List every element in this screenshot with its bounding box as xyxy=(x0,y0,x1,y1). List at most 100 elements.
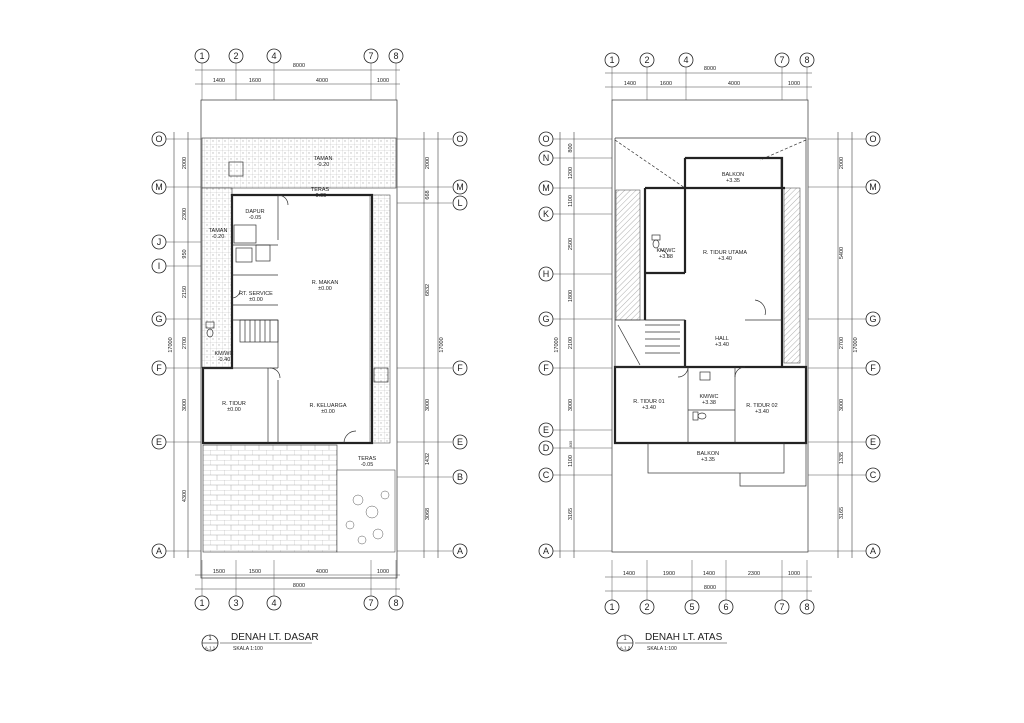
grid-label: 7 xyxy=(368,598,373,608)
grid-label: F xyxy=(543,363,549,373)
grid-bubble xyxy=(266,595,282,611)
toilet-icon xyxy=(651,234,711,421)
room-level: +3.40 xyxy=(642,405,656,411)
plan-scale: SKALA 1:100 xyxy=(647,646,677,652)
sheet-reference: A.1.1 xyxy=(205,646,216,651)
right-grid-axes: O M L F E B A 2000 668 6832 3000 1432 30… xyxy=(397,131,468,559)
room-level: -0.40 xyxy=(218,357,231,363)
room-level: +3.35 xyxy=(726,178,740,184)
grid-bubble xyxy=(151,543,167,559)
dimension: 1100 xyxy=(568,195,574,207)
grid-label: 4 xyxy=(271,598,276,608)
room-name: KM/WC xyxy=(700,394,719,400)
dimension: 1500 xyxy=(213,569,225,575)
grid-label: E xyxy=(543,425,549,435)
dimension: 2000 xyxy=(425,157,431,169)
door-swings xyxy=(659,249,766,378)
grid-label: 1 xyxy=(199,51,204,61)
grid-label: M xyxy=(456,182,464,192)
room-labels: TAMAN -0.20 TERAS -0.05 DAPUR -0.05 TAMA… xyxy=(209,156,377,468)
dimension: 4000 xyxy=(316,569,328,575)
room-level: -0.05 xyxy=(314,193,327,199)
room-name: TAMAN xyxy=(209,228,228,234)
grid-bubble xyxy=(538,266,554,282)
dimension: 1600 xyxy=(660,81,672,87)
bottom-grid-axes: 1 3 4 7 8 1500 1500 4000 1000 8000 xyxy=(194,560,404,611)
grid-label: 2 xyxy=(644,602,649,612)
grid-bubble xyxy=(678,52,694,68)
dimension-total: 8000 xyxy=(704,585,716,591)
grid-label: C xyxy=(543,470,550,480)
grid-bubble xyxy=(865,131,881,147)
grid-label: M xyxy=(155,182,163,192)
grid-label: 4 xyxy=(683,55,688,65)
dimension: 1400 xyxy=(703,571,715,577)
dimension-total: 8000 xyxy=(293,583,305,589)
partitions xyxy=(203,195,279,443)
dimension: 950 xyxy=(182,249,188,258)
bottom-grid-axes: 1 2 5 6 7 8 1400 1900 1400 2300 1000 800… xyxy=(604,560,815,615)
grid-label: F xyxy=(156,363,162,373)
dimension: 2150 xyxy=(182,286,188,298)
dimension: 2700 xyxy=(182,337,188,349)
dimension: 3165 xyxy=(839,507,845,519)
room-level: -0.05 xyxy=(249,215,262,221)
room-level: -0.20 xyxy=(317,162,330,168)
dimension: 2500 xyxy=(568,238,574,250)
grid-label: 1 xyxy=(609,55,614,65)
room-name: KM/WC xyxy=(215,351,234,357)
dimension: 4300 xyxy=(182,490,188,502)
grid-bubble xyxy=(452,543,468,559)
grid-label: G xyxy=(869,314,876,324)
garden-left xyxy=(201,187,233,369)
side-strip xyxy=(369,194,391,444)
grid-label: E xyxy=(156,437,162,447)
grid-bubble xyxy=(865,360,881,376)
dimension: 1400 xyxy=(624,81,636,87)
dimension: 668 xyxy=(425,190,431,199)
dimension: 4000 xyxy=(728,81,740,87)
grid-bubble xyxy=(194,48,210,64)
right-grid-axes: O M G F E C A 2000 5400 2700 3000 1335 3… xyxy=(808,131,881,559)
dimension: 1800 xyxy=(568,290,574,302)
grid-bubble xyxy=(388,48,404,64)
grid-label: O xyxy=(542,134,549,144)
upper-walls xyxy=(643,156,785,367)
grid-label: G xyxy=(542,314,549,324)
dimension: 3000 xyxy=(568,399,574,411)
dimension: 2300 xyxy=(182,208,188,220)
room-name: TAMAN xyxy=(314,156,333,162)
room-level: +3.40 xyxy=(755,409,769,415)
top-grid-axes: 1 2 4 7 8 8000 1400 1600 4000 1000 xyxy=(194,48,404,100)
grid-bubble xyxy=(639,52,655,68)
grid-label: A xyxy=(870,546,876,556)
room-level: -0.20 xyxy=(212,234,225,240)
grid-label: B xyxy=(457,472,463,482)
grid-label: M xyxy=(542,183,550,193)
room-name: R. TIDUR xyxy=(222,401,246,407)
top-grid-axes: 1 2 4 7 8 8000 1400 1600 4000 1000 xyxy=(604,52,815,100)
grid-bubble xyxy=(452,179,468,195)
plant-icon xyxy=(345,490,390,545)
grid-label: M xyxy=(869,182,877,192)
dimension-total: 8000 xyxy=(704,66,716,72)
grid-bubble xyxy=(151,131,167,147)
grid-bubble xyxy=(538,360,554,376)
dimension: 1400 xyxy=(213,78,225,84)
grid-bubble xyxy=(388,595,404,611)
room-level: +3.40 xyxy=(718,256,732,262)
grid-label: 1 xyxy=(199,598,204,608)
reference-number: 1 xyxy=(208,636,212,642)
grid-bubble xyxy=(865,311,881,327)
grid-bubble xyxy=(194,595,210,611)
grid-label: N xyxy=(543,153,550,163)
room-labels: BALKON +3.35 KM/WC +3.38 R. TIDUR UTAMA … xyxy=(633,172,777,463)
room-name: BALKON xyxy=(722,172,744,178)
roof-lines xyxy=(614,139,807,189)
grid-bubble xyxy=(538,467,554,483)
plan-scale: SKALA 1:100 xyxy=(233,646,263,652)
balcony-outline xyxy=(739,443,807,487)
grid-bubble xyxy=(604,52,620,68)
dimension-total: 17000 xyxy=(853,337,859,352)
